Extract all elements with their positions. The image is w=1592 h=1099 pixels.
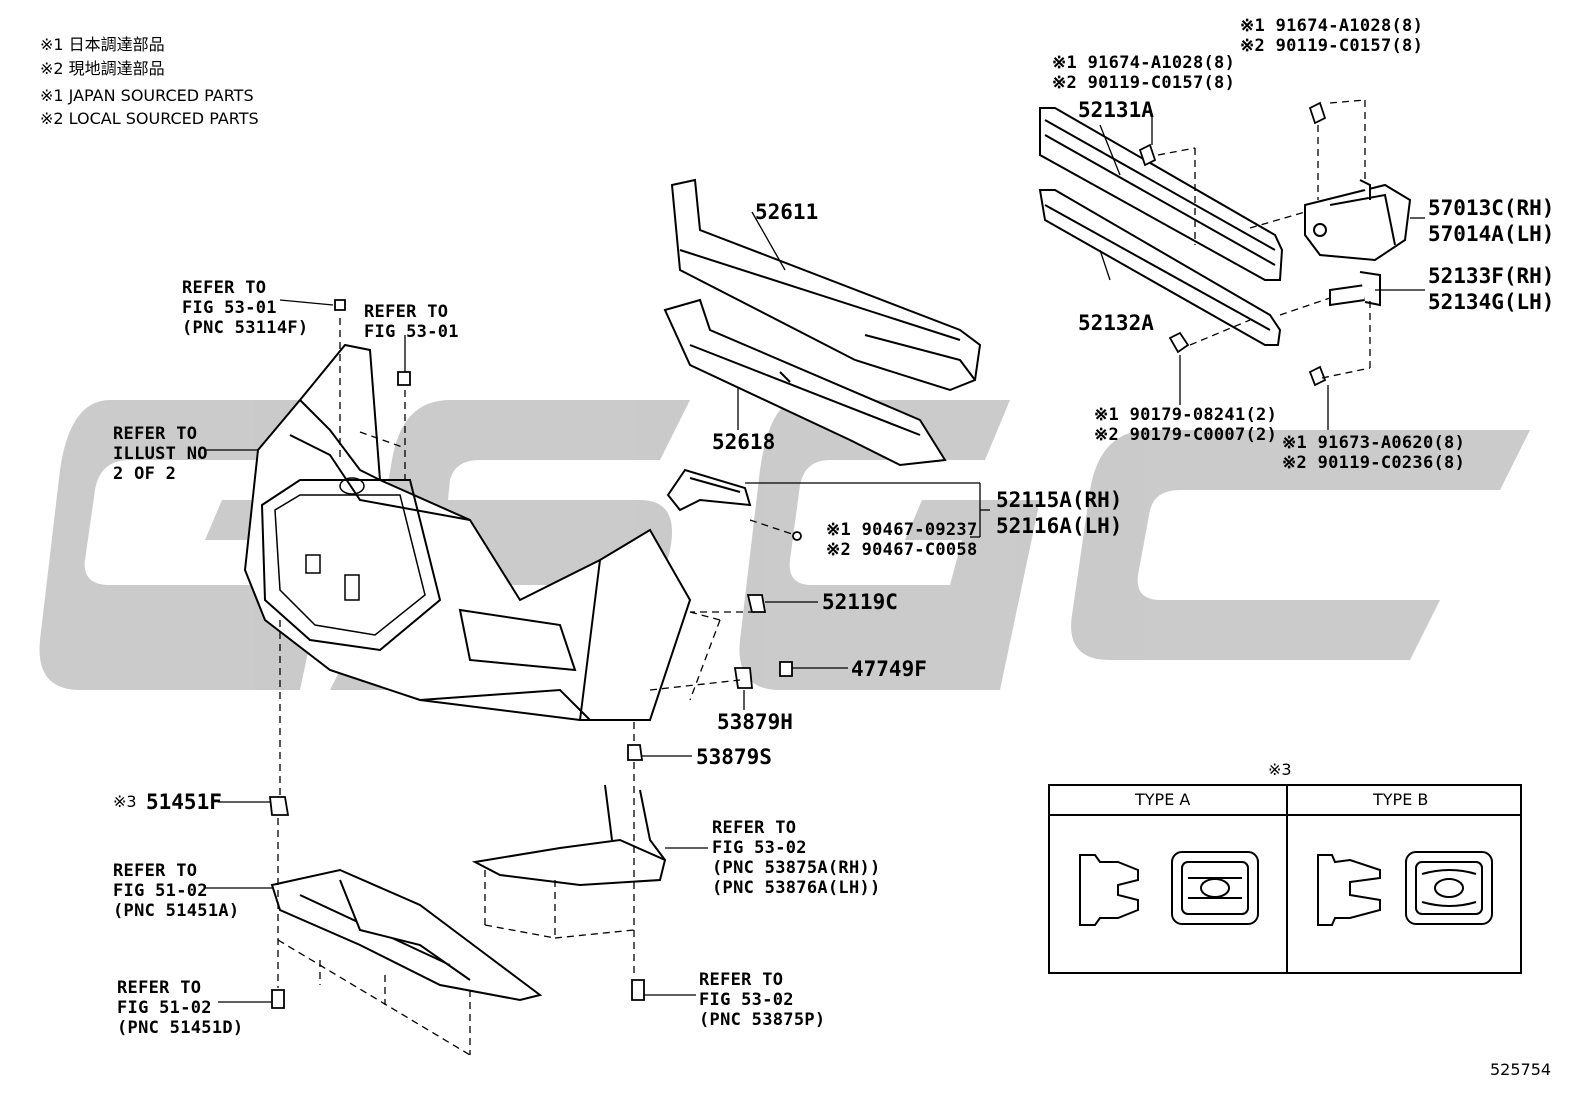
part-53879H[interactable]: 53879H: [717, 710, 793, 734]
part-52133F[interactable]: 52133F(RH): [1428, 264, 1555, 288]
mark3-51451F: ※3: [113, 792, 137, 811]
front-bumper-cover: [243, 343, 692, 721]
type-b-header: TYPE B: [1373, 790, 1429, 809]
crash-box-57013C: [1304, 179, 1412, 262]
reinforcement-52131A: [1039, 107, 1284, 281]
leader-lines: [205, 115, 1425, 1003]
bracket-52133F: [1329, 271, 1381, 307]
note-japan-en: ※1 JAPAN SOURCED PARTS: [40, 86, 254, 105]
bolt-label-lower[interactable]: ※1 91673-A0620(8)※2 90119-C0236(8): [1282, 433, 1466, 473]
energy-absorber-52618: [663, 298, 947, 467]
part-52611[interactable]: 52611: [755, 200, 819, 224]
type-b-clip-drawing: [1317, 851, 1493, 926]
note-japan-jp: ※1 日本調達部品: [40, 35, 165, 54]
part-57014A[interactable]: 57014A(LH): [1428, 222, 1555, 246]
reinforcement-52132A: [1038, 189, 1282, 346]
part-52134G[interactable]: 52134G(LH): [1428, 290, 1555, 314]
part-52115A[interactable]: 52115A(RH): [996, 488, 1123, 512]
screw-label-bracket[interactable]: ※1 90467-09237※2 90467-C0058: [826, 520, 978, 560]
part-52131A[interactable]: 52131A: [1078, 98, 1154, 122]
part-53879S[interactable]: 53879S: [696, 745, 772, 769]
bolt-label-top-right[interactable]: ※1 91674-A1028(8)※2 90119-C0157(8): [1240, 16, 1424, 56]
clip-type-table: TYPE A TYPE B: [1048, 784, 1522, 974]
part-52618[interactable]: 52618: [712, 430, 776, 454]
type-a-header: TYPE A: [1135, 790, 1191, 809]
part-57013C[interactable]: 57013C(RH): [1428, 196, 1555, 220]
part-52132A[interactable]: 52132A: [1078, 311, 1154, 335]
note-local-jp: ※2 現地調達部品: [40, 59, 165, 78]
part-52119C[interactable]: 52119C: [822, 590, 898, 614]
under-cover-51451A: [270, 868, 543, 1002]
type-table-header-rule: [1050, 814, 1520, 816]
type-table-mark: ※3: [1268, 760, 1292, 779]
part-47749F[interactable]: 47749F: [851, 657, 927, 681]
part-52116A[interactable]: 52116A(LH): [996, 514, 1123, 538]
dashed-assembly-lines: [277, 99, 1371, 1056]
nut-label[interactable]: ※1 90179-08241(2)※2 90179-C0007(2): [1094, 405, 1278, 445]
type-table-divider: [1286, 786, 1288, 972]
part-51451F[interactable]: 51451F: [146, 790, 222, 814]
energy-absorber-52611: [670, 178, 982, 392]
bolt-label-top-mid[interactable]: ※1 91674-A1028(8)※2 90119-C0157(8): [1052, 53, 1236, 93]
type-a-clip-drawing: [1079, 851, 1259, 926]
fasteners: [268, 101, 1327, 1009]
under-cover-53875A: [471, 784, 667, 887]
bumper-side-bracket-52115A: [666, 468, 752, 512]
illustration-number: 525754: [1490, 1060, 1552, 1079]
note-local-en: ※2 LOCAL SOURCED PARTS: [40, 109, 259, 128]
